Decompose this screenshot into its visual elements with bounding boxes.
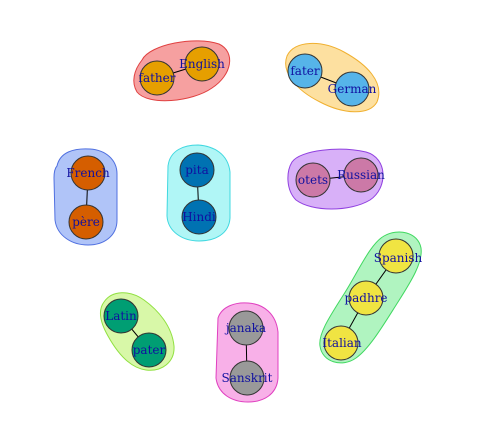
node-janaka xyxy=(228,310,264,346)
node-english-label: English xyxy=(179,57,225,71)
node-padhre xyxy=(348,280,384,316)
group-spanish: Spanish padhre Italian xyxy=(319,231,423,364)
group-hindi: pita Hindi xyxy=(166,144,231,242)
node-russian-label: Russian xyxy=(337,168,385,182)
node-padhre-label: padhre xyxy=(344,291,387,305)
node-fater xyxy=(287,53,323,89)
node-father-label: father xyxy=(139,71,176,85)
node-pater-label: pater xyxy=(133,343,166,357)
node-pita-label: pita xyxy=(185,163,209,177)
node-pere-label: père xyxy=(72,215,100,229)
node-father xyxy=(139,60,175,96)
node-pere xyxy=(68,204,104,240)
node-german-label: German xyxy=(328,82,377,96)
node-russian xyxy=(343,157,379,193)
group-latin: Latin pater xyxy=(100,292,175,371)
node-pater xyxy=(131,332,167,368)
node-latin xyxy=(103,298,139,334)
node-latin-label: Latin xyxy=(105,309,137,323)
node-sanskrit-label: Sanskrit xyxy=(222,371,273,385)
node-hindi xyxy=(181,199,217,235)
node-french xyxy=(70,155,106,191)
node-french-label: French xyxy=(66,166,110,180)
node-sanskrit xyxy=(229,360,265,396)
node-italian-label: Italian xyxy=(322,336,362,350)
group-russian: otets Russian xyxy=(287,148,385,210)
node-otets xyxy=(295,162,331,198)
group-german: fater German xyxy=(285,42,380,113)
group-french: French père xyxy=(53,148,118,246)
node-italian xyxy=(323,325,359,361)
node-hindi-label: Hindi xyxy=(182,210,216,224)
node-spanish xyxy=(378,238,414,274)
node-fater-label: fater xyxy=(290,64,320,78)
node-janaka-label: janaka xyxy=(224,321,266,335)
node-pita xyxy=(179,152,215,188)
node-english xyxy=(184,46,220,82)
node-spanish-label: Spanish xyxy=(374,251,423,265)
node-otets-label: otets xyxy=(298,173,328,187)
group-sanskrit: janaka Sanskrit xyxy=(215,302,279,403)
node-german xyxy=(334,71,370,107)
group-english: father English xyxy=(133,40,231,102)
